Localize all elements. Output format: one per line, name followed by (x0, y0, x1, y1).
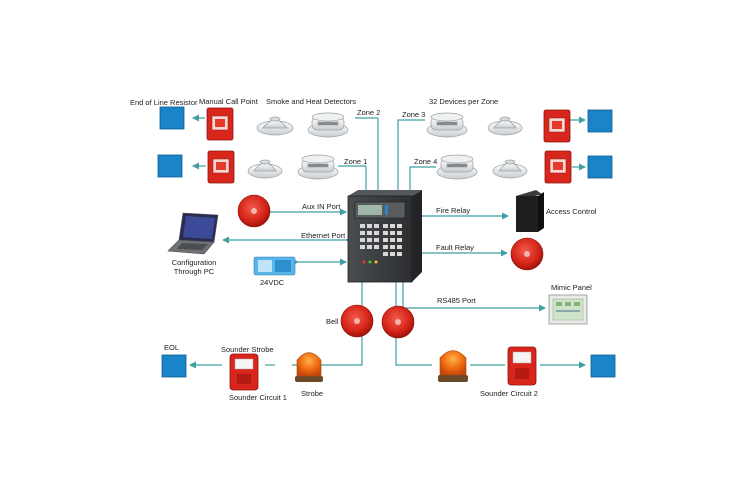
label-configuration-line2: Through PC (173, 267, 215, 276)
label-bell: Bell (326, 317, 339, 326)
laptop-icon (167, 212, 219, 255)
zone4-line (406, 166, 436, 202)
manual-call-point-zone2 (206, 107, 234, 141)
label-rs485-port: RS485 Port (437, 296, 476, 305)
bell-icon-circuit1 (340, 304, 374, 338)
heat-detector-icon (247, 159, 283, 179)
eol-box-zone3 (587, 109, 613, 133)
smoke-detector-icon (297, 154, 339, 180)
eol-box-sounder1 (161, 354, 187, 378)
label-zone1: Zone 1 (344, 157, 368, 166)
label-ethernet-port: Ethernet Port (301, 231, 346, 240)
label-fire-relay: Fire Relay (436, 206, 471, 215)
smoke-detector-icon (307, 112, 349, 138)
eol-box-zone2 (159, 106, 185, 130)
zone3-line (394, 119, 425, 202)
bell-icon-fault-relay (510, 237, 544, 271)
label-strobe: Strobe (301, 389, 324, 398)
label-zone3: Zone 3 (402, 110, 426, 119)
manual-call-point-zone3 (543, 109, 571, 143)
eol-box-sounder2 (590, 354, 616, 378)
label-zone4: Zone 4 (414, 157, 438, 166)
connector-lines (189, 114, 586, 369)
mimic-panel-icon (548, 294, 588, 325)
eol-box-zone4 (587, 155, 613, 179)
fire-alarm-control-panel (347, 190, 422, 283)
eol-box-zone1 (157, 154, 183, 178)
manual-call-point-zone1 (207, 150, 235, 184)
label-end-of-line-resistor: End of Line Resistor (130, 98, 198, 107)
detectors (247, 112, 528, 180)
access-control-unit-icon (516, 190, 544, 232)
label-fault-relay: Fault Relay (436, 243, 474, 252)
label-sounder-strobe: Sounder Strobe (221, 345, 274, 354)
bell-icon-aux-in (237, 194, 271, 228)
label-access-control: Access Control (546, 207, 597, 216)
panel-keypad (360, 224, 402, 256)
label-configuration-line1: Configuration (171, 258, 217, 267)
label-sounder-circuit1: Sounder Circuit 1 (229, 393, 287, 402)
label-sounder-circuit2: Sounder Circuit 2 (480, 389, 538, 398)
label-zone2: Zone 2 (357, 108, 381, 117)
label-24vdc: 24VDC (260, 278, 285, 287)
heat-detector-icon (492, 159, 528, 179)
sounder-strobe-icon-circuit1 (229, 353, 259, 391)
label-eol: EOL (164, 343, 180, 352)
label-mimic-panel: Mimic Panel (551, 283, 592, 292)
strobe-beacon-icon-circuit1 (295, 352, 323, 382)
eol-boxes (157, 106, 616, 378)
label-manual-call-point: Manual Call Point (199, 97, 258, 106)
power-supply-icon (253, 256, 296, 276)
smoke-detector-icon (436, 154, 478, 180)
label-devices-per-zone: 32 Devices per Zone (429, 97, 499, 106)
bell-icon-circuit2 (381, 305, 415, 339)
strobe-beacon-icon-circuit2 (438, 350, 468, 382)
heat-detector-icon (256, 116, 294, 136)
smoke-detector-icon (426, 112, 468, 138)
manual-call-point-zone4 (544, 150, 572, 184)
label-configuration: Configuration Through PC (166, 258, 222, 276)
label-aux-in-port: Aux IN Port (302, 202, 341, 211)
sounder-strobe-icon-circuit2 (507, 346, 537, 386)
label-smoke-heat-detectors: Smoke and Heat Detectors (266, 97, 357, 106)
heat-detector-icon (487, 116, 523, 136)
